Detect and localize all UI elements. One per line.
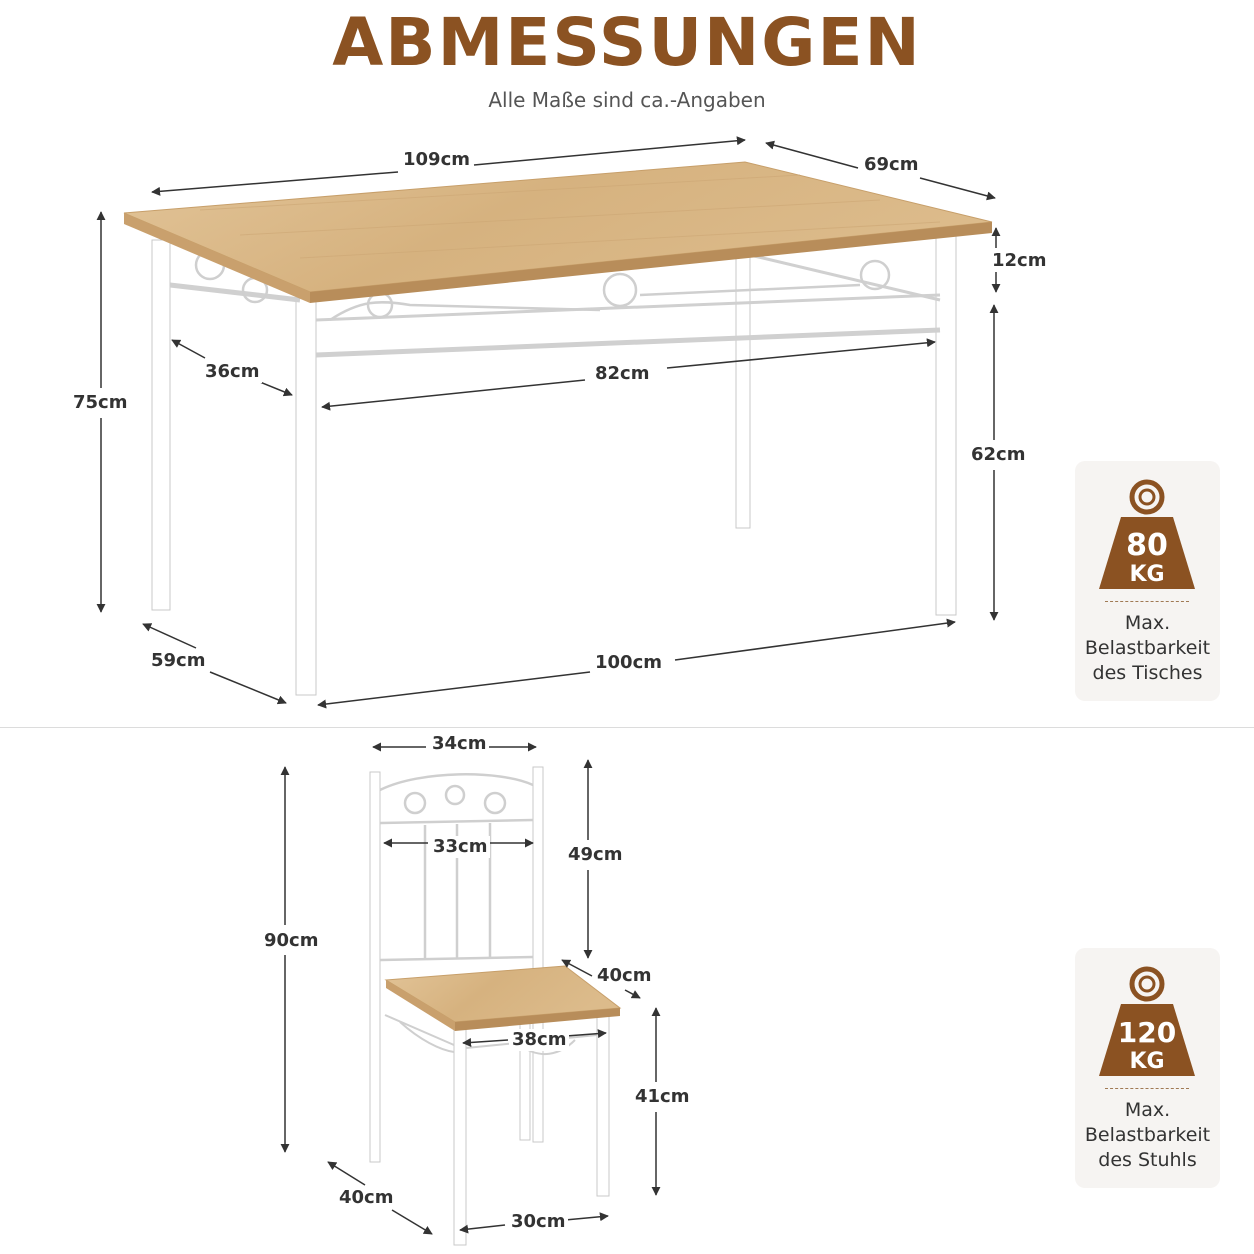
table-load-value: 80 [1126,528,1168,563]
chair-load-value: 120 [1118,1016,1176,1049]
dim-chair-seat-height: 41cm [632,1086,693,1108]
dim-table-inner-depth: 36cm [202,361,263,383]
dim-table-inner-width: 82cm [592,363,653,385]
dim-chair-total-height: 90cm [261,930,322,952]
dim-table-apron-height: 12cm [989,250,1050,272]
weight-icon: 80 KG [1099,479,1195,589]
dim-table-base-width: 100cm [592,652,665,674]
table-drawing [123,161,993,696]
weight-icon: 120 KG [1099,966,1195,1076]
dim-chair-back-width: 34cm [429,733,490,755]
card-separator [1105,1088,1189,1089]
dim-table-total-height: 75cm [70,392,131,414]
dim-chair-back-height: 49cm [565,844,626,866]
page-title: ABMESSUNGEN [332,4,922,81]
chair-load-unit: KG [1129,1049,1164,1074]
table-dimension-lines [96,136,1001,709]
section-divider [0,727,1254,728]
chair-load-caption: Max. Belastbarkeit des Stuhls [1084,1099,1211,1171]
card-separator [1105,601,1189,602]
dim-chair-base-width: 30cm [508,1211,569,1233]
chair-load-card: 120 KG Max. Belastbarkeit des Stuhls [1075,948,1220,1188]
dim-chair-back-inner-width: 33cm [430,836,491,858]
page-subtitle: Alle Maße sind ca.-Angaben [488,88,766,112]
chair-drawing [369,766,622,1246]
dim-table-base-depth: 59cm [148,650,209,672]
table-load-unit: KG [1129,562,1164,587]
table-load-caption: Max. Belastbarkeit des Tisches [1084,612,1211,684]
dim-table-leg-height: 62cm [968,444,1029,466]
dim-chair-base-depth: 40cm [336,1187,397,1209]
dim-table-depth-top: 69cm [861,154,922,176]
table-load-card: 80 KG Max. Belastbarkeit des Tisches [1075,461,1220,701]
dim-table-width-top: 109cm [400,149,473,171]
dim-chair-seat-width: 38cm [509,1029,570,1051]
dim-chair-seat-depth: 40cm [594,965,655,987]
chair-dimension-lines [280,742,661,1235]
